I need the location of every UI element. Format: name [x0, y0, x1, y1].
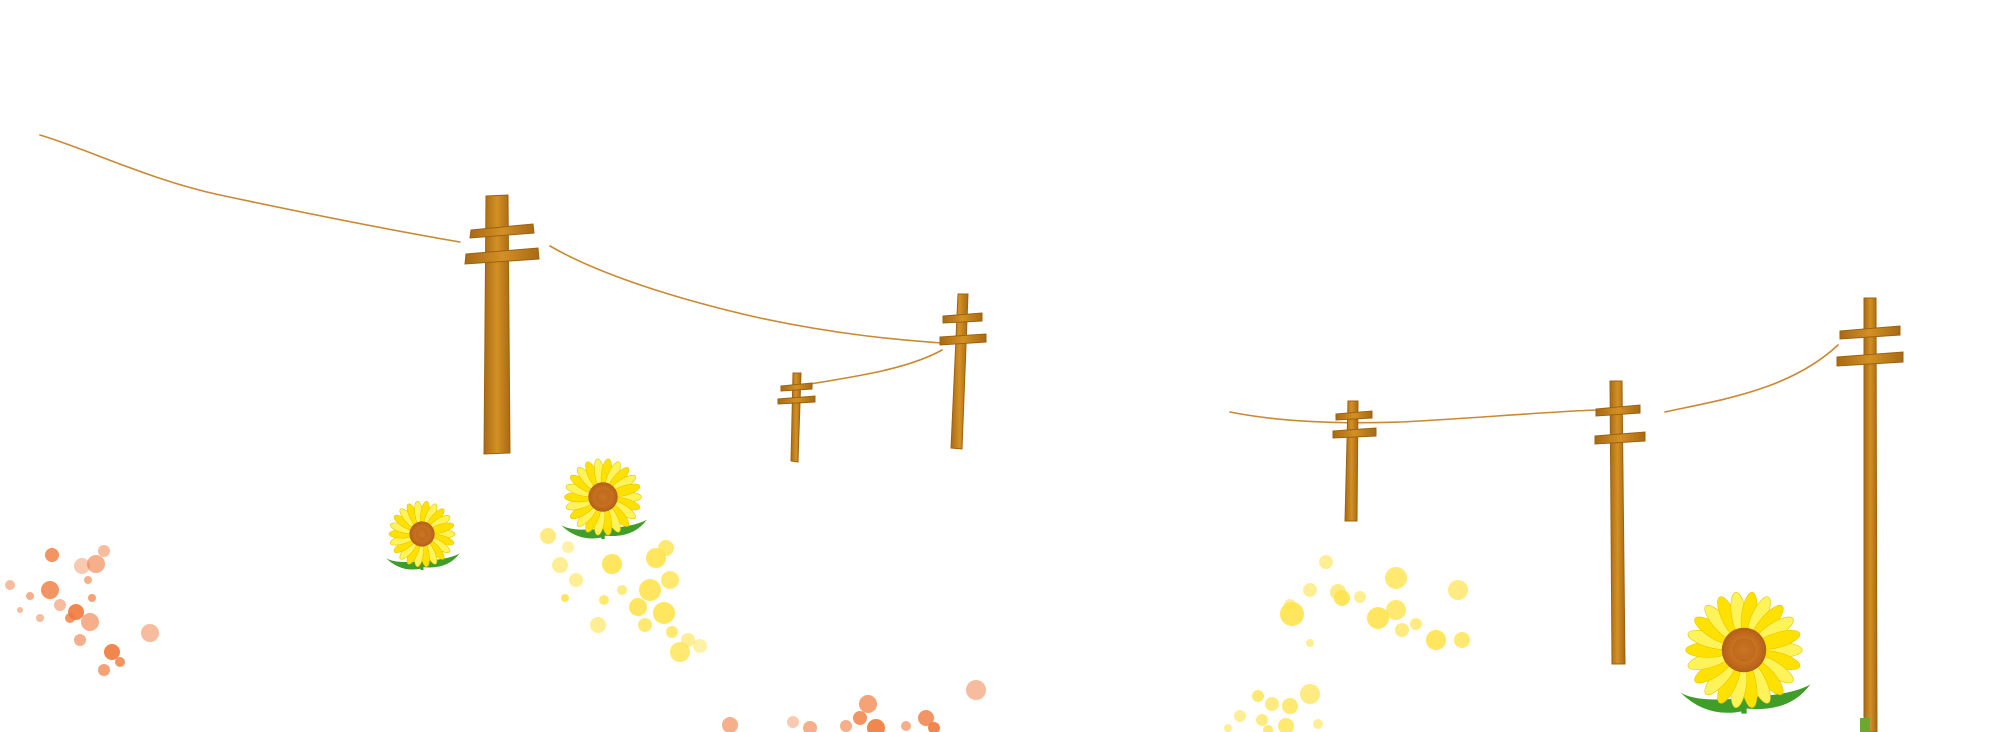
sunflower — [561, 458, 647, 539]
bokeh-dot — [602, 554, 622, 574]
bokeh-dot — [661, 571, 679, 589]
bokeh-dot — [693, 639, 707, 653]
power-wires — [39, 134, 1839, 424]
utility-pole — [464, 194, 540, 455]
bokeh-dot — [867, 719, 885, 732]
bokeh-dot — [1386, 600, 1406, 620]
bokeh-dot — [1256, 714, 1268, 726]
bokeh-dot — [5, 580, 15, 590]
bokeh-dot — [1448, 580, 1468, 600]
bokeh-dot — [1313, 719, 1323, 729]
bokeh-dot — [928, 722, 940, 732]
bokeh-dot — [1284, 599, 1296, 611]
bokeh-dot — [629, 598, 647, 616]
bokeh-dot — [1385, 567, 1407, 589]
bokeh-dot — [901, 721, 911, 731]
power-wire — [809, 349, 943, 385]
utility-pole — [1836, 297, 1904, 732]
sunflower — [1680, 591, 1811, 714]
bokeh-dot — [803, 721, 817, 732]
bokeh-dot — [670, 642, 690, 662]
bokeh-dot — [569, 573, 583, 587]
bokeh-dot — [36, 614, 44, 622]
bokeh-dot — [653, 602, 675, 624]
bokeh-dot — [1224, 724, 1232, 732]
bokeh-dot — [722, 717, 738, 732]
bokeh-dots — [5, 528, 1470, 732]
sunflowers — [386, 458, 1811, 714]
bokeh-dot — [98, 664, 110, 676]
bokeh-dot — [787, 716, 799, 728]
bokeh-dot — [65, 613, 75, 623]
bokeh-dot — [658, 540, 674, 556]
utility-pole — [1594, 380, 1646, 665]
bokeh-dot — [590, 617, 606, 633]
bokeh-dot — [1367, 607, 1389, 629]
bokeh-dot — [1319, 555, 1333, 569]
power-wire — [1664, 344, 1839, 413]
bokeh-dot — [1354, 591, 1366, 603]
bokeh-dot — [966, 680, 986, 700]
bokeh-dot — [562, 541, 574, 553]
bokeh-dot — [104, 644, 120, 660]
grass-tuft — [1860, 718, 1870, 732]
power-wire — [39, 134, 461, 243]
bokeh-dot — [639, 579, 661, 601]
bokeh-dot — [17, 607, 23, 613]
bokeh-dot — [74, 558, 90, 574]
bokeh-dot — [1234, 710, 1246, 722]
bokeh-dot — [1410, 618, 1422, 630]
bokeh-dot — [561, 594, 569, 602]
bokeh-dot — [840, 720, 852, 732]
bokeh-dot — [552, 557, 568, 573]
bokeh-dot — [638, 618, 652, 632]
utility-pole — [1332, 400, 1377, 522]
bokeh-dot — [540, 528, 556, 544]
power-wire — [1229, 409, 1601, 424]
bokeh-dot — [74, 634, 86, 646]
utility-pole — [939, 293, 987, 450]
sunflower — [386, 501, 460, 570]
bokeh-dot — [81, 613, 99, 631]
bokeh-dot — [26, 592, 34, 600]
bokeh-dot — [1303, 583, 1317, 597]
bokeh-dot — [1395, 623, 1409, 637]
bokeh-dot — [115, 657, 125, 667]
bokeh-dot — [98, 545, 110, 557]
power-wire — [549, 245, 943, 344]
bokeh-dot — [84, 576, 92, 584]
bokeh-dot — [599, 595, 609, 605]
bokeh-dot — [1334, 590, 1350, 606]
bokeh-dot — [141, 624, 159, 642]
utility-pole — [777, 372, 816, 463]
bokeh-dot — [1278, 718, 1294, 732]
bokeh-dot — [87, 555, 105, 573]
bokeh-dot — [1454, 632, 1470, 648]
bokeh-dot — [1426, 630, 1446, 650]
bokeh-dot — [1252, 690, 1264, 702]
bokeh-dot — [88, 594, 96, 602]
bokeh-dot — [1300, 684, 1320, 704]
bokeh-dot — [45, 548, 59, 562]
bokeh-dot — [859, 695, 877, 713]
bokeh-dot — [54, 599, 66, 611]
bokeh-dot — [1282, 698, 1298, 714]
bokeh-dot — [41, 581, 59, 599]
bokeh-dot — [1263, 725, 1273, 732]
bokeh-dot — [1306, 639, 1314, 647]
bokeh-dot — [617, 585, 627, 595]
bokeh-dot — [666, 626, 678, 638]
bokeh-dot — [1265, 697, 1279, 711]
bokeh-dot — [853, 711, 867, 725]
bokeh-dot — [918, 710, 934, 726]
